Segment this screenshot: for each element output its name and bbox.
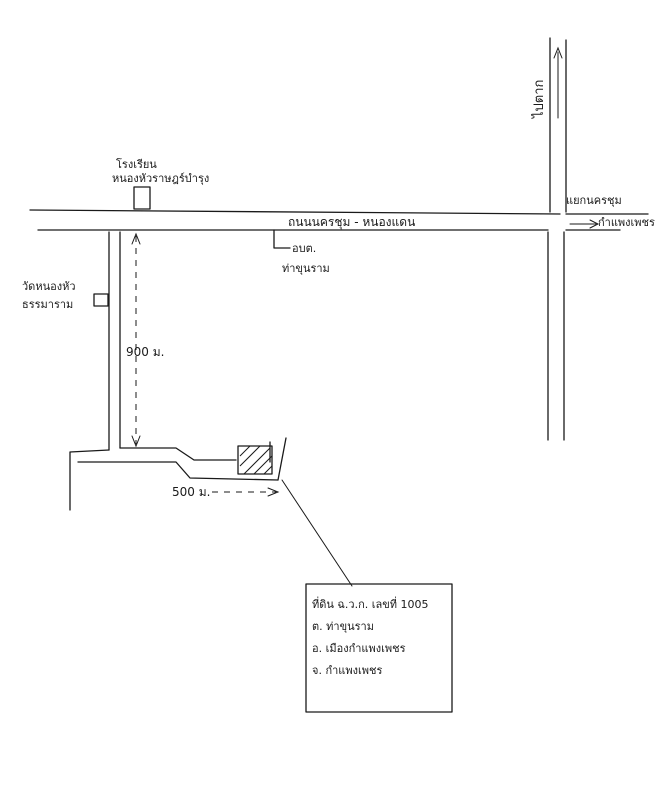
office-marker: [273, 229, 291, 249]
info-line-3: อ. เมืองกำแพงเพชร: [312, 642, 406, 655]
side-road: [108, 231, 141, 451]
junction-label: แยกนครชุม: [566, 194, 622, 207]
office-label-line2: ท่าขุนราม: [282, 262, 330, 275]
to-city-arrow: [569, 219, 600, 229]
info-line-4: จ. กำแพงเพชร: [312, 664, 382, 677]
lower-road: [69, 437, 287, 511]
lower-road-distance: 500 ม.: [172, 485, 210, 499]
main-road-label: ถนนนครชุม - หนองแดน: [288, 215, 415, 230]
info-line-2: ต. ท่าขุนราม: [312, 620, 374, 633]
school-marker: [133, 186, 151, 210]
school-label-line1: โรงเรียน: [116, 157, 157, 171]
land-plot: [237, 445, 273, 475]
info-box: [305, 583, 453, 713]
leader-line: [281, 479, 353, 587]
school-label-line2: หนองหัวราษฎร์บำรุง: [112, 172, 209, 185]
temple-label-line2: ธรรมาราม: [22, 298, 73, 311]
temple-label-line1: วัดหนองหัว: [22, 280, 76, 293]
north-road: [547, 37, 567, 441]
office-label-line1: อบต.: [292, 242, 316, 255]
side-road-distance: 900 ม.: [126, 345, 164, 359]
temple-marker: [93, 293, 109, 307]
north-road-label: ไปตาก: [531, 80, 547, 119]
info-line-1: ที่ดิน ฉ.ว.ก. เลขที่ 1005: [312, 596, 429, 611]
main-road: [29, 209, 649, 231]
to-city-label: กำแพงเพชร: [598, 216, 655, 229]
